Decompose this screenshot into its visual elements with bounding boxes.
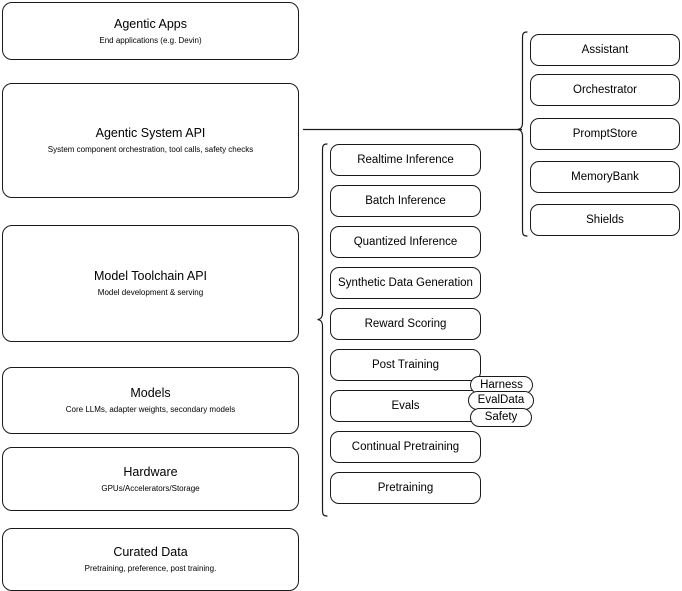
system-component-orchestrator[interactable]: Orchestrator [530,74,680,106]
toolchain-component-synthetic-data-generation[interactable]: Synthetic Data Generation [330,267,481,299]
stack-layer-subtitle: System component orchestration, tool cal… [47,145,254,154]
stack-layer-model-toolchain-api[interactable]: Model Toolchain API Model development & … [2,225,299,342]
stack-layer-subtitle: GPUs/Accelerators/Storage [101,483,200,493]
stack-layer-agentic-system-api[interactable]: Agentic System API System component orch… [2,83,299,198]
stack-layer-subtitle: Pretraining, preference, post training. [84,564,217,573]
toolchain-component-quantized-inference[interactable]: Quantized Inference [330,226,481,258]
system-component-shields[interactable]: Shields [530,204,680,236]
stack-layer-agentic-apps[interactable]: Agentic Apps End applications (e.g. Devi… [2,2,299,60]
stack-layer-title: Hardware [123,464,178,479]
brace-system-components [517,31,528,237]
toolchain-component-evals[interactable]: Evals [330,390,481,422]
toolchain-component-realtime-inference[interactable]: Realtime Inference [330,144,481,176]
stack-layer-hardware[interactable]: Hardware GPUs/Accelerators/Storage [2,447,299,511]
system-component-promptstore[interactable]: PromptStore [530,118,680,150]
stack-layer-subtitle: Core LLMs, adapter weights, secondary mo… [65,405,236,414]
stack-layer-title: Curated Data [113,545,188,559]
toolchain-component-reward-scoring[interactable]: Reward Scoring [330,308,481,340]
stack-layer-subtitle: Model development & serving [97,288,204,297]
brace-toolchain-components [317,143,328,517]
system-component-memorybank[interactable]: MemoryBank [530,161,680,193]
stack-layer-title: Models [130,386,171,400]
stack-layer-subtitle: End applications (e.g. Devin) [99,35,202,45]
stack-layer-title: Agentic System API [95,126,206,140]
stack-layer-models[interactable]: Models Core LLMs, adapter weights, secon… [2,367,299,434]
toolchain-component-pretraining[interactable]: Pretraining [330,472,481,504]
eval-badge-safety[interactable]: Safety [470,408,532,427]
toolchain-component-continual-pretraining[interactable]: Continual Pretraining [330,431,481,463]
stack-layer-title: Model Toolchain API [93,269,208,283]
system-component-assistant[interactable]: Assistant [530,34,680,66]
toolchain-component-post-training[interactable]: Post Training [330,349,481,381]
toolchain-component-batch-inference[interactable]: Batch Inference [330,185,481,217]
stack-layer-title: Agentic Apps [114,16,187,31]
stack-layer-curated-data[interactable]: Curated Data Pretraining, preference, po… [2,528,299,591]
